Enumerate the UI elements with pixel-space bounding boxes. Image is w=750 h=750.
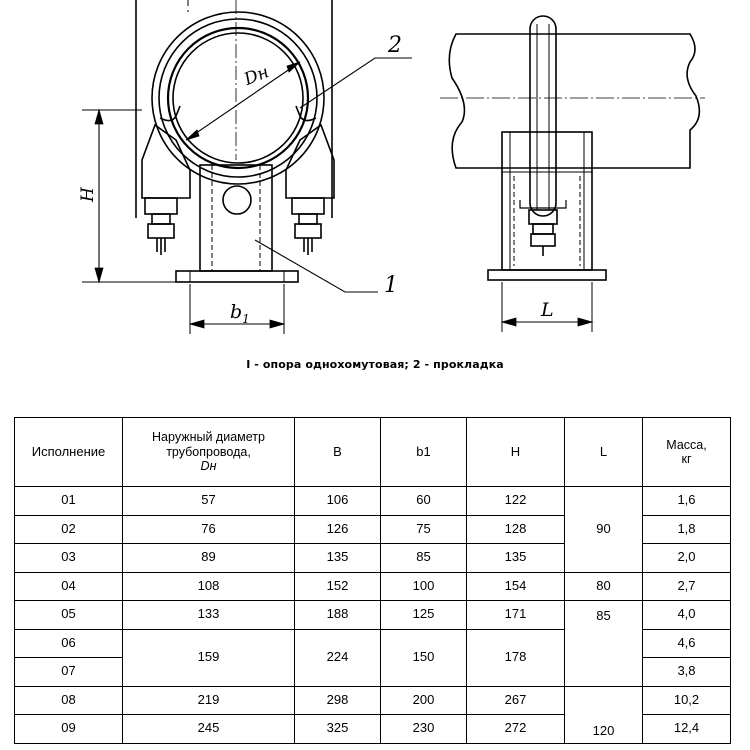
spec-table: Исполнение Наружный диаметр трубопровода… [14, 417, 731, 744]
front-view [82, 0, 412, 334]
cell-dn: 108 [122, 571, 295, 601]
cell-b1: 200 [380, 685, 467, 715]
cell-h: 267 [466, 685, 565, 715]
cell-dn: 89 [122, 543, 295, 573]
cell-b: 152 [294, 571, 381, 601]
dim-label-dn: Dн [240, 62, 271, 90]
callout-1-label: 1 [384, 273, 398, 298]
cell-mass: 1,8 [642, 514, 731, 544]
table-row: 02 76 126 75 128 1,8 [14, 514, 731, 544]
cell-h: 154 [466, 571, 565, 601]
cell-l: 80 [564, 571, 643, 601]
cell-b: 135 [294, 543, 381, 573]
header-mass: Масса, кг [642, 417, 731, 487]
technical-drawing: Dн 2 1 H b1 L [78, 0, 705, 334]
dim-label-l: L [540, 299, 554, 321]
cell-b: 106 [294, 486, 381, 516]
cell-dn: 57 [122, 486, 295, 516]
cell-mass: 12,4 [642, 714, 731, 744]
cell-b: 224 [294, 628, 381, 687]
cell-dn: 159 [122, 628, 295, 687]
cell-mass: 4,6 [642, 628, 731, 658]
cell-variant: 03 [14, 543, 123, 573]
cell-mass: 4,0 [642, 600, 731, 630]
cell-b1: 150 [380, 628, 467, 687]
cell-b1: 85 [380, 543, 467, 573]
cell-h: 272 [466, 714, 565, 744]
header-diameter: Наружный диаметр трубопровода, Dн [122, 417, 295, 487]
cell-h: 178 [466, 628, 565, 687]
cell-mass: 10,2 [642, 685, 731, 715]
cell-b1: 75 [380, 514, 467, 544]
cell-variant: 09 [14, 714, 123, 744]
header-l: L [564, 417, 643, 487]
cell-mass: 2,7 [642, 571, 731, 601]
pipe-outer [166, 26, 310, 170]
cell-variant: 05 [14, 600, 123, 630]
cell-h: 171 [466, 600, 565, 630]
header-h: H [466, 417, 565, 487]
table-row: 03 89 135 85 135 2,0 [14, 543, 731, 573]
cell-h: 122 [466, 486, 565, 516]
cell-variant: 07 [14, 657, 123, 687]
cell-b1: 60 [380, 486, 467, 516]
cell-l: 90 [564, 486, 643, 573]
cell-variant: 08 [14, 685, 123, 715]
cell-b: 126 [294, 514, 381, 544]
table-row: 05 133 188 125 171 85 4,0 [14, 600, 731, 687]
cell-b: 188 [294, 600, 381, 630]
cell-dn: 245 [122, 714, 295, 744]
base-plate [175, 270, 299, 283]
table-row: 07 3,8 [14, 657, 731, 687]
cell-h: 135 [466, 543, 565, 573]
cell-mass: 2,0 [642, 543, 731, 573]
cell-dn: 219 [122, 685, 295, 715]
header-b1: b1 [380, 417, 467, 487]
table-header-row: Исполнение Наружный диаметр трубопровода… [14, 417, 731, 487]
cell-variant: 04 [14, 571, 123, 601]
cell-h: 128 [466, 514, 565, 544]
header-variant: Исполнение [14, 417, 123, 487]
cell-b1: 100 [380, 571, 467, 601]
cell-variant: 06 [14, 628, 123, 658]
cell-mass: 3,8 [642, 657, 731, 687]
cell-l: 85 [564, 600, 643, 687]
header-b: B [294, 417, 381, 487]
cell-b1: 125 [380, 600, 467, 630]
side-view [440, 15, 705, 332]
cell-mass: 1,6 [642, 486, 731, 516]
dim-label-h: H [78, 186, 98, 203]
cell-variant: 01 [14, 486, 123, 516]
cell-b1: 230 [380, 714, 467, 744]
table-row: 01 57 106 60 122 90 1,6 [14, 486, 731, 573]
cell-b: 298 [294, 685, 381, 715]
callout-2-label: 2 [387, 33, 402, 58]
table-row: 08 219 298 200 267 120 10,2 [14, 685, 731, 744]
table-row: 06 159 224 150 178 4,6 [14, 628, 731, 687]
cell-dn: 76 [122, 514, 295, 544]
table-row: 09 245 325 230 272 12,4 [14, 714, 731, 744]
cell-l: 120 [564, 685, 643, 744]
figure-caption: I - опора однохомутовая; 2 - прокладка [246, 358, 504, 371]
table-row: 04 108 152 100 154 80 2,7 [14, 571, 731, 601]
cell-b: 325 [294, 714, 381, 744]
cell-variant: 02 [14, 514, 123, 544]
clamp-outer-ring [151, 11, 325, 185]
dim-label-b1: b1 [230, 301, 250, 326]
cell-dn: 133 [122, 600, 295, 630]
